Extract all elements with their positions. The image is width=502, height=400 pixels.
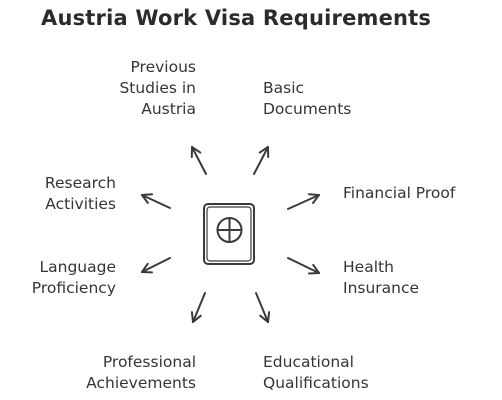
- arrow-financial-proof: [287, 193, 320, 210]
- item-health-insurance: Health Insurance: [343, 257, 419, 299]
- arrow-health-insurance: [287, 257, 320, 275]
- arrow-basic-documents: [253, 146, 270, 175]
- item-line: Proficiency: [31, 279, 116, 297]
- item-line: Basic: [263, 79, 305, 97]
- item-line: Insurance: [343, 279, 420, 297]
- item-line: Activities: [45, 195, 116, 213]
- item-previous-studies: Previous Studies in Austria: [108, 57, 196, 120]
- item-basic-documents: Basic Documents: [263, 78, 351, 120]
- item-line: Previous: [130, 58, 196, 76]
- item-line: Achievements: [86, 374, 196, 392]
- diagram-title: Austria Work Visa Requirements: [41, 6, 432, 30]
- item-line: Language: [39, 258, 117, 276]
- arrow-research-activities: [141, 193, 171, 209]
- arrow-educational-qualifications: [255, 292, 271, 323]
- item-line: Health: [343, 258, 394, 276]
- arrow-professional-achievements: [190, 292, 206, 323]
- circled-plus-icon: [216, 217, 243, 243]
- item-line: Educational: [263, 353, 354, 371]
- item-educational-qualifications: Educational Qualifications: [263, 352, 369, 394]
- item-line: Professional: [102, 353, 196, 371]
- item-financial-proof: Financial Proof: [343, 183, 455, 204]
- item-line: Research: [44, 174, 116, 192]
- item-language-proficiency: Language Proficiency: [20, 257, 116, 299]
- center-safe-box: [203, 203, 255, 265]
- item-line: Financial Proof: [343, 184, 456, 202]
- item-line: Austria: [141, 100, 196, 118]
- item-professional-achievements: Professional Achievements: [70, 352, 196, 394]
- item-line: Documents: [263, 100, 352, 118]
- item-research-activities: Research Activities: [20, 173, 116, 215]
- item-line: Qualifications: [263, 374, 369, 392]
- arrow-language-proficiency: [141, 257, 171, 274]
- item-line: Studies in: [119, 79, 196, 97]
- arrow-previous-studies: [190, 146, 207, 175]
